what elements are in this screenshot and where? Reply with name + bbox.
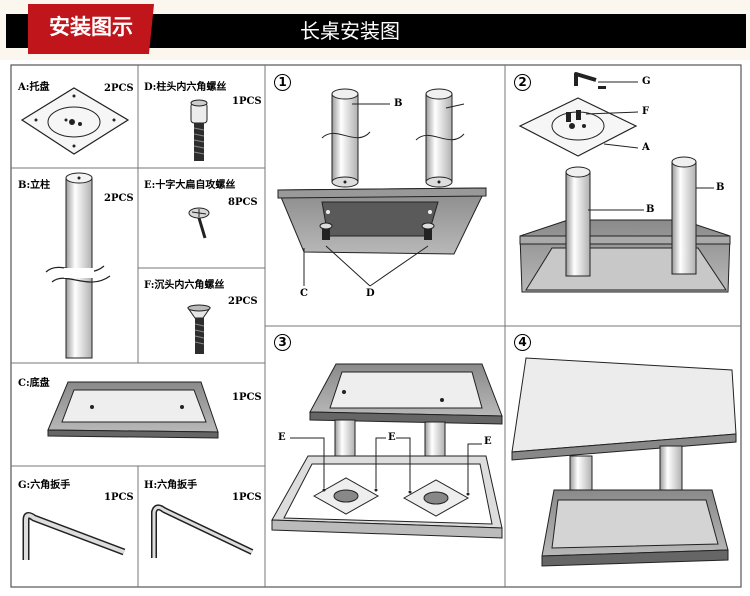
step-3-drawing xyxy=(271,363,503,539)
step-2-tag-b2: B xyxy=(716,182,725,193)
step-1-tag-d: D xyxy=(366,288,375,299)
step-2-tag-b1: B xyxy=(646,204,655,215)
section-badge: 安装图示 xyxy=(28,4,154,54)
part-h-label: H:六角扳手 xyxy=(144,480,198,491)
part-c-base-drawing xyxy=(47,381,219,439)
part-h-qty: 1PCS xyxy=(232,492,262,503)
step-2-tag-g: G xyxy=(642,76,651,87)
page-title: 长桌安装图 xyxy=(300,19,400,43)
step-1-drawing xyxy=(277,88,487,287)
part-a-qty: 2PCS xyxy=(104,83,134,94)
part-c-label: C:底盘 xyxy=(18,378,50,389)
part-f-qty: 2PCS xyxy=(228,296,258,307)
step-3-number: 3 xyxy=(274,334,291,351)
section-badge-text: 安装图示 xyxy=(49,15,133,39)
part-g-label: G:六角扳手 xyxy=(18,480,71,491)
part-f-screw-drawing xyxy=(187,304,211,354)
part-b-label: B:立柱 xyxy=(18,180,51,191)
step-2-drawing xyxy=(518,72,731,293)
step-1-tag-c: C xyxy=(300,288,308,299)
part-f-label: F:沉头内六角螺丝 xyxy=(144,280,225,291)
step-1-number: 1 xyxy=(274,74,291,91)
step-3-tag-e1: E xyxy=(278,432,286,443)
step-2-tag-a: A xyxy=(642,142,650,153)
part-d-label: D:柱头内六角螺丝 xyxy=(144,82,227,93)
part-g-qty: 1PCS xyxy=(104,492,134,503)
part-h-wrench-drawing xyxy=(151,504,254,558)
part-e-screw-drawing xyxy=(188,207,210,239)
header: 安装图示 长桌安装图 xyxy=(0,0,750,60)
part-a-tray-drawing xyxy=(20,87,130,155)
step-3-tag-e2: E xyxy=(388,432,396,443)
step-1-tag-b: B xyxy=(394,98,403,109)
part-d-qty: 1PCS xyxy=(232,96,262,107)
grid-lines xyxy=(11,65,741,587)
instruction-sheet: A:托盘 2PCS D:柱头内六角螺丝 1PCS B:立柱 2PCS E:十字大… xyxy=(6,60,746,592)
part-c-qty: 1PCS xyxy=(232,392,262,403)
diagram-drawing xyxy=(10,64,742,588)
part-d-screw-drawing xyxy=(190,99,208,161)
step-2-tag-f: F xyxy=(642,106,650,117)
part-a-label: A:托盘 xyxy=(18,82,50,93)
part-e-qty: 8PCS xyxy=(228,197,258,208)
step-4-number: 4 xyxy=(514,334,531,351)
step-3-tag-e3: E xyxy=(484,436,492,447)
part-e-label: E:十字大扁自攻螺丝 xyxy=(144,180,236,191)
part-g-wrench-drawing xyxy=(22,511,126,560)
part-b-column-drawing xyxy=(45,172,111,359)
step-2-number: 2 xyxy=(514,74,531,91)
step-4-drawing xyxy=(511,357,737,567)
part-b-qty: 2PCS xyxy=(104,193,134,204)
